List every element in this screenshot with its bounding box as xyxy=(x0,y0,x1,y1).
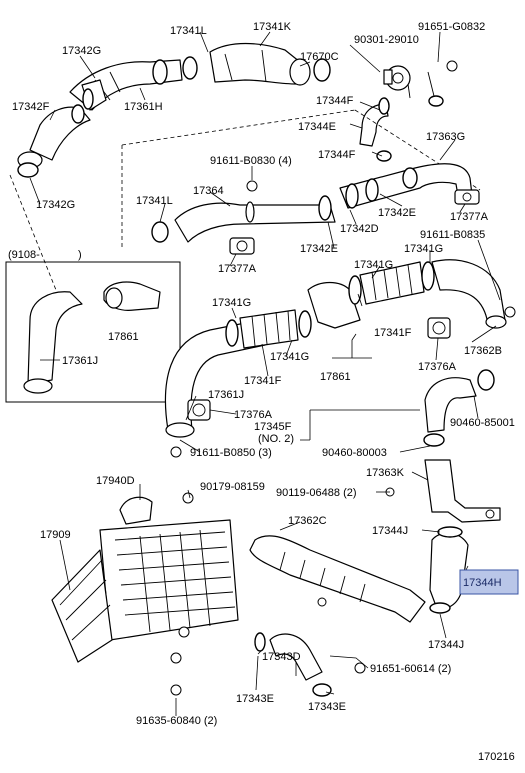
bolt-markers xyxy=(170,60,516,696)
callout-label: 17363K xyxy=(366,467,405,479)
callout-label: 17341L xyxy=(136,195,173,207)
callout-label: 90119-06488 (2) xyxy=(276,487,357,499)
callout-label: 17376A xyxy=(234,409,273,421)
bolts-lower xyxy=(170,487,395,664)
callout-label: 17342E xyxy=(300,243,338,255)
callout-label: 17361H xyxy=(124,101,163,113)
callout-label: 90460-85001 xyxy=(450,417,515,429)
coupler-17341f-left xyxy=(225,309,312,349)
valve-90301 xyxy=(383,65,411,99)
oring-91651 xyxy=(427,71,444,107)
callout-label: 90460-80003 xyxy=(322,447,387,459)
callout-label: 17341G xyxy=(212,297,251,309)
callout-label: 91635-60840 (2) xyxy=(136,715,217,727)
pipe-17861-center xyxy=(307,281,361,329)
callout-label: 17861 xyxy=(320,371,351,383)
hose-17341k xyxy=(209,42,331,86)
callout-label: 17940D xyxy=(96,475,135,487)
callout-label: 17362B xyxy=(464,345,502,357)
pipe-17363k xyxy=(424,459,501,523)
callout-label: 17362C xyxy=(288,515,327,527)
callout-label: 17344F xyxy=(316,95,354,107)
callout-label: 17344E xyxy=(298,121,336,133)
callout-label: 17361J xyxy=(62,355,98,367)
pipe-17362c xyxy=(249,535,426,623)
callout-label: 17344J xyxy=(372,525,408,537)
pipe-17364 xyxy=(151,201,336,243)
callout-label: 17341F xyxy=(374,327,412,339)
callout-label: 90179-08159 xyxy=(200,481,265,493)
callout-label: 91651-G0832 xyxy=(418,21,485,33)
callout-label: 17342D xyxy=(340,223,379,235)
gasket-17377a-right xyxy=(454,189,480,205)
pipe-17362b xyxy=(431,259,507,329)
leader-lines xyxy=(29,31,501,716)
callout-label: 91651-60614 (2) xyxy=(370,663,451,675)
callout-label: 17341G xyxy=(354,259,393,271)
callout-label: 17342F xyxy=(12,101,50,113)
hose-17342g-upper xyxy=(81,79,107,111)
dash-top-frame xyxy=(121,109,481,250)
callout-label: (NO. 2) xyxy=(258,433,294,445)
callout-label: 17341G xyxy=(404,243,443,255)
gasket-17376a-left xyxy=(187,399,211,421)
hose-17344e xyxy=(359,97,392,162)
callout-label: 17343E xyxy=(236,693,274,705)
callout-label: 17342E xyxy=(378,207,416,219)
bracket-17345f xyxy=(423,369,495,447)
callout-label: 91611-B0830 (4) xyxy=(210,155,292,167)
callout-labels: 17341L 17341K 90301-29010 91651-G0832 17… xyxy=(8,21,515,763)
callout-label: 90301-29010 xyxy=(354,34,419,46)
pipe-17363g xyxy=(318,163,473,221)
callout-label: 17343D xyxy=(262,651,301,663)
callout-label: 17670C xyxy=(300,51,339,63)
callout-label: 17861 xyxy=(108,331,139,343)
callout-label: 17363G xyxy=(426,131,465,143)
callout-label: 17361J xyxy=(208,389,244,401)
gasket-17376a-right xyxy=(427,317,451,339)
clamp-17342g-lower xyxy=(17,162,39,178)
callout-label: 17345F xyxy=(254,421,292,433)
figure-number: 170216 xyxy=(478,751,515,763)
callout-label: 17343E xyxy=(308,701,346,713)
callout-label: 17341L xyxy=(170,25,207,37)
callout-label: 17377A xyxy=(218,263,257,275)
callout-label: 17344F xyxy=(318,149,356,161)
callout-label: 17909 xyxy=(40,529,71,541)
callout-label: 17342G xyxy=(36,199,75,211)
callout-label: 17344J xyxy=(428,639,464,651)
callout-label: 91611-B0850 (3) xyxy=(190,447,272,459)
gasket-17377a-mid xyxy=(229,237,255,255)
callout-label: (9108- xyxy=(8,249,40,261)
callout-label: 17364 xyxy=(193,185,224,197)
callout-label: 17377A xyxy=(450,211,489,223)
callout-label: ) xyxy=(78,249,82,261)
dash-link-left xyxy=(9,174,61,301)
callout-label: 17376A xyxy=(418,361,457,373)
callout-label: 17341G xyxy=(270,351,309,363)
pipe-17342f xyxy=(17,104,91,169)
callout-label: 17342G xyxy=(62,45,101,57)
pipe-17343d xyxy=(254,632,332,697)
duct-17909 xyxy=(51,549,113,663)
callout-label: 91611-B0835 xyxy=(420,229,485,241)
callout-label: 17341F xyxy=(244,375,282,387)
callout-label: 17341K xyxy=(253,21,292,33)
inset-box xyxy=(5,261,181,403)
intercooler-17940d xyxy=(99,496,239,641)
highlighted-label[interactable]: 17344H xyxy=(463,577,502,589)
highlight-17344h xyxy=(459,569,519,595)
